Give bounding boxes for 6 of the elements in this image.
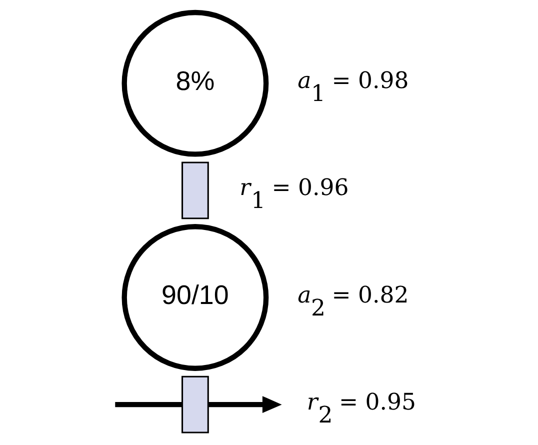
node-box [181, 162, 208, 220]
connector [114, 402, 182, 408]
node-circle: 90/10 [121, 224, 268, 371]
node-circle: 8% [121, 10, 268, 157]
node-box [181, 376, 208, 434]
arrow [208, 396, 282, 414]
